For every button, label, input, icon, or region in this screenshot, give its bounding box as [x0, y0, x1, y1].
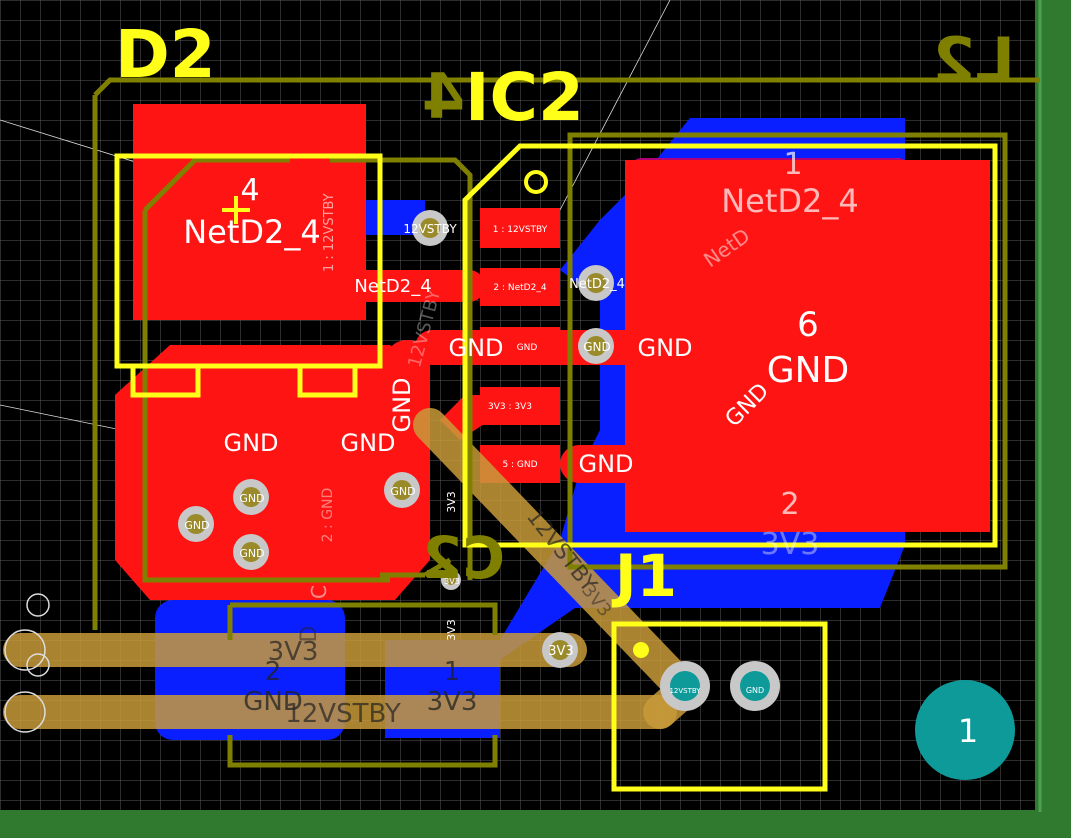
- mount-hole-label: 1: [958, 712, 978, 750]
- trace-label-d-partial: D: [297, 626, 322, 643]
- via-label-gnd-4: GND: [184, 519, 209, 532]
- trace-label-3v3-vert-2: 3V3: [445, 619, 458, 641]
- via-label-3v3: 3V3: [548, 644, 573, 659]
- ic2-pin3v3-small: 3V3 : 3V3: [488, 402, 532, 412]
- ic2-pin2-small: 2 : NetD2_4: [493, 283, 546, 293]
- c2-pin2-number: 2: [265, 657, 282, 687]
- via-3v3: [542, 632, 578, 668]
- via-label-3v3-small: 3V3: [444, 577, 460, 586]
- ic2-tab-net: GND: [767, 350, 850, 391]
- via-gnd-2: [384, 472, 420, 508]
- via-label-12vstby: 12VSTBY: [403, 222, 457, 236]
- designator-c2[interactable]: C2: [422, 524, 505, 592]
- ic2-pin2-number: 2: [780, 487, 799, 522]
- top-overlay-layer: [114, 143, 998, 792]
- c2-pin2-net: GND: [243, 687, 303, 717]
- designator-c2-mirrored[interactable]: C2: [422, 524, 505, 592]
- trace-label-gnd-vertical: GND: [388, 377, 416, 432]
- ic2-pin4-mirrored: 4: [422, 60, 465, 133]
- trace-label-gnd-d2-left: GND: [223, 429, 278, 457]
- ic2-pin1-big-net: NetD2_4: [721, 182, 859, 220]
- mount-hole[interactable]: [915, 680, 1015, 780]
- ic2-bottom-pin4: 4: [422, 60, 465, 133]
- ic2-pin1-big-number: 1: [783, 147, 802, 182]
- via-label-gnd-3: GND: [239, 492, 264, 505]
- trace-label-12vstby-bottom: 12VSTBY: [285, 699, 401, 729]
- ic2-pin1-marker: [524, 170, 548, 194]
- board-outline-bottom: [0, 810, 1071, 838]
- via-label-gnd-1: GND: [583, 340, 611, 354]
- ic2-pin5-small: 5 : GND: [502, 460, 537, 470]
- designator-l2-mirrored[interactable]: L2: [932, 24, 1015, 97]
- c2-pin1-number: 1: [444, 657, 461, 687]
- test-pad-outline: [4, 629, 46, 671]
- c-partial-label: C: [307, 585, 331, 599]
- ratsnest-line: [559, 0, 671, 211]
- j1-pad1-label: 12VSTBY: [669, 687, 701, 695]
- j1-pad-2[interactable]: [730, 661, 780, 711]
- test-pad-outline: [26, 653, 50, 677]
- designator-ic2[interactable]: IC2: [465, 59, 584, 136]
- via-3v3-small: [441, 570, 461, 590]
- trace-label-3v3-vert-1: 3V3: [445, 491, 458, 513]
- trace-label-gnd-ic2-left: GND: [448, 334, 503, 362]
- via-gnd-4: [178, 506, 214, 542]
- via-label-netd2-4: NetD2_4: [569, 277, 625, 292]
- ic2-pin-gnd-small: GND: [517, 343, 538, 353]
- ic2-pin2-net: 3V3: [761, 527, 820, 562]
- j1-pad-1[interactable]: [660, 661, 710, 711]
- j1-pad2-label: GND: [746, 686, 764, 695]
- via-gnd-3: [233, 479, 269, 515]
- trace-label-gnd-ic2-pin5: GND: [578, 450, 633, 478]
- d2-pad4-net: NetD2_4: [183, 213, 321, 251]
- trace-label-gnd-ic2-right: GND: [637, 334, 692, 362]
- d2-pin2-vertical: 2 : GND: [320, 488, 336, 543]
- c2-pin1-net: 3V3: [427, 687, 478, 717]
- designator-l2[interactable]: L2: [932, 24, 1015, 97]
- via-label-gnd-2: GND: [390, 485, 415, 498]
- via-gnd-5: [233, 534, 269, 570]
- trace-label-gnd-d2-right: GND: [340, 429, 395, 457]
- via-gnd-1: [578, 328, 614, 364]
- vias[interactable]: [178, 210, 614, 668]
- via-12vstby: [412, 210, 448, 246]
- ic2-pin1-small: 1 : 12VSTBY: [493, 225, 548, 235]
- test-pad-outline: [26, 593, 50, 617]
- via-label-gnd-5: GND: [239, 547, 264, 560]
- ic2-tab-number: 6: [797, 305, 819, 345]
- test-pad-outline: [4, 691, 46, 733]
- trace-label-netd2-4: NetD2_4: [354, 276, 431, 297]
- via-netd2-4: [578, 265, 614, 301]
- trace-label-3v3-bottom: 3V3: [268, 637, 319, 667]
- d2-pin1-vertical: 1 : 12VSTBY: [322, 193, 337, 272]
- j1-pin1-marker: [633, 642, 649, 658]
- designator-d2[interactable]: D2: [115, 16, 216, 93]
- designator-j1[interactable]: J1: [611, 542, 677, 610]
- d2-pad4-number: 4: [240, 173, 259, 208]
